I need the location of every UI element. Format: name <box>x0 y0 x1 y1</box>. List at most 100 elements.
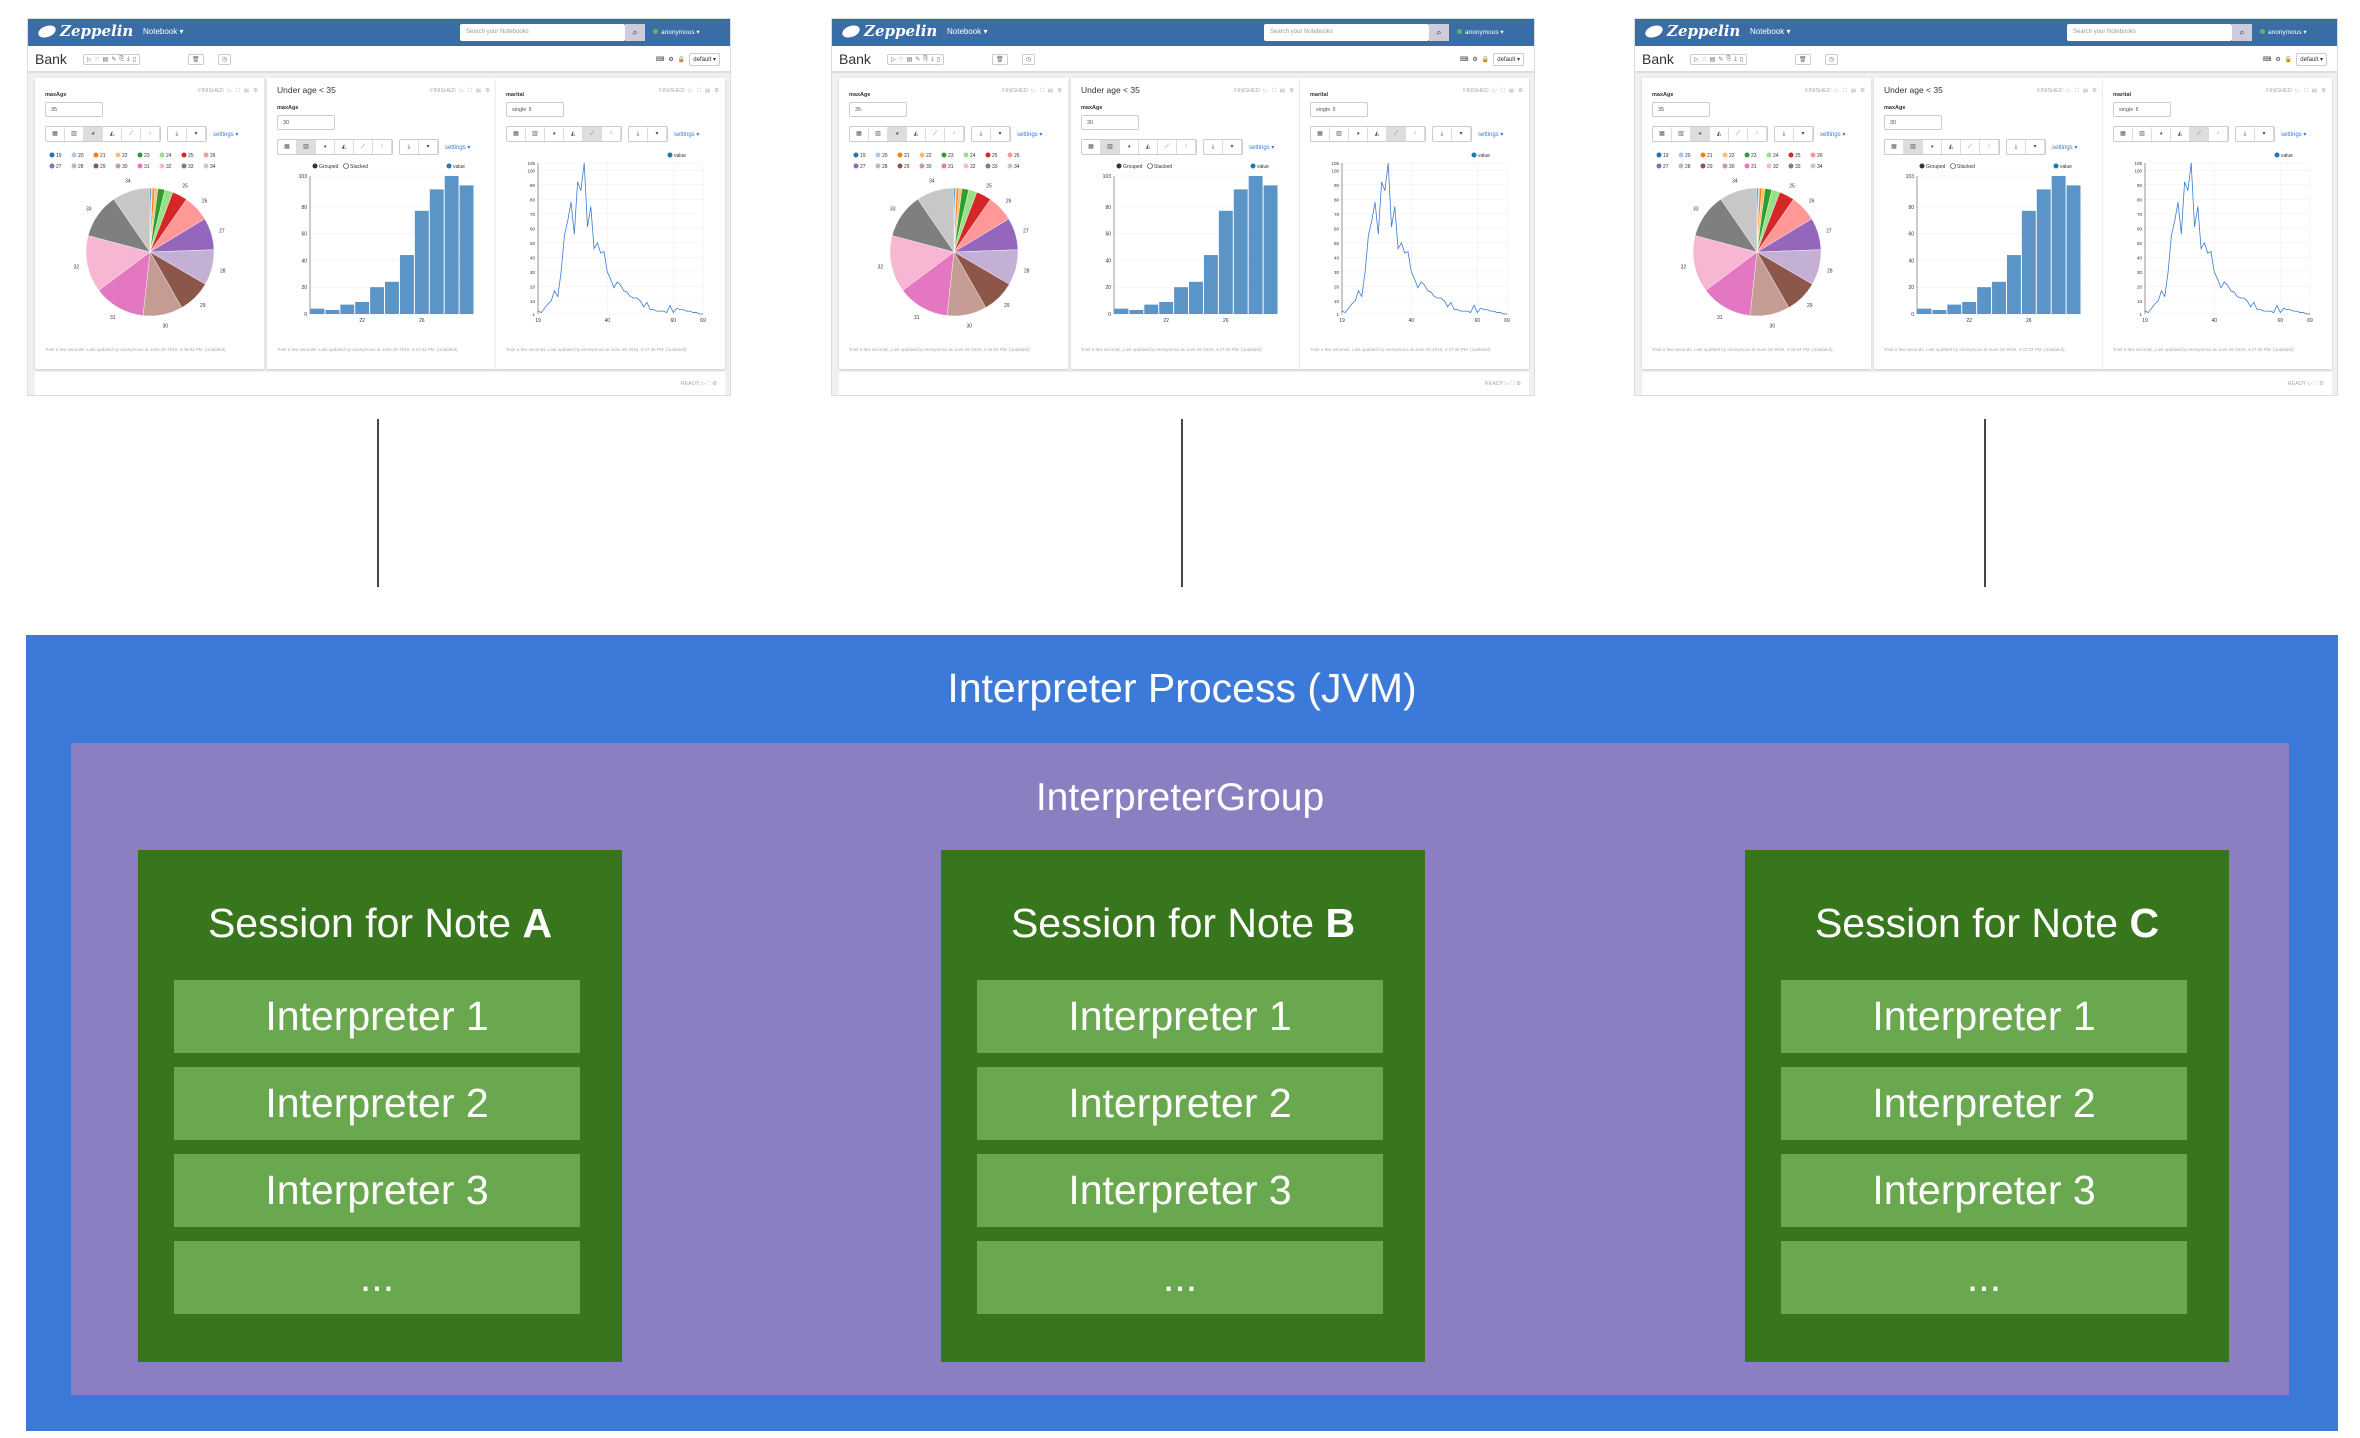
bar[interactable] <box>1189 281 1203 314</box>
pie-chart-icon[interactable]: ◕ <box>1691 127 1710 141</box>
expand-icon[interactable]: ⛶ <box>1843 88 1847 94</box>
legend-swatch[interactable] <box>853 152 859 158</box>
bar[interactable] <box>2036 189 2051 314</box>
pie-slice[interactable] <box>1720 187 1758 253</box>
bar[interactable] <box>1962 301 1977 314</box>
legend-swatch[interactable] <box>1810 152 1816 158</box>
line-chart-icon[interactable]: ⟋ <box>354 140 373 154</box>
expand-icon[interactable]: ⛶ <box>1272 88 1276 94</box>
legend-swatch[interactable] <box>71 163 77 169</box>
legend-swatch[interactable] <box>115 163 121 169</box>
chevron-down-icon[interactable]: ▾ <box>991 127 1010 141</box>
chevron-down-icon[interactable]: ▾ <box>2026 140 2045 154</box>
legend-value-swatch[interactable] <box>446 163 452 169</box>
area-chart-icon[interactable]: ◭ <box>1368 127 1387 141</box>
keyboard-icon[interactable]: ⌨ <box>655 57 665 63</box>
gear-icon[interactable]: ⚙ <box>1057 88 1062 94</box>
area-chart-icon[interactable]: ◭ <box>103 127 122 141</box>
keyboard-icon[interactable]: ⌨ <box>1459 57 1469 63</box>
legend-swatch[interactable] <box>1810 163 1816 169</box>
legend-swatch[interactable] <box>985 152 991 158</box>
gear-icon[interactable]: ⚙ <box>2321 88 2326 94</box>
bar-chart-icon[interactable]: ▥ <box>1330 127 1349 141</box>
bar[interactable] <box>1992 281 2006 314</box>
legend-swatch[interactable] <box>875 152 881 158</box>
search-button[interactable]: ⌕ <box>1429 24 1449 41</box>
pie-chart-icon[interactable]: ◕ <box>888 127 907 141</box>
note-title[interactable]: Bank <box>35 51 67 67</box>
bar[interactable] <box>1233 189 1248 314</box>
download-icon[interactable]: ⤓ <box>400 140 419 154</box>
legend-swatch[interactable] <box>1678 152 1684 158</box>
legend-swatch[interactable] <box>115 152 121 158</box>
line-series[interactable] <box>537 162 703 315</box>
legend-swatch[interactable] <box>985 163 991 169</box>
area-chart-icon[interactable]: ◭ <box>1942 140 1961 154</box>
scatter-chart-icon[interactable]: ⁖ <box>141 127 160 141</box>
stacked-radio[interactable] <box>343 163 349 169</box>
note-title[interactable]: Bank <box>839 51 871 67</box>
gear-icon[interactable]: ⚙ <box>1289 88 1294 94</box>
run-icon[interactable]: ▷ <box>688 88 693 94</box>
legend-swatch[interactable] <box>1744 152 1750 158</box>
expand-icon[interactable]: ⛶ <box>706 381 711 387</box>
legend-value-swatch[interactable] <box>2053 163 2059 169</box>
grouped-radio[interactable] <box>1116 163 1122 169</box>
output-icon[interactable]: ▤ <box>475 88 482 94</box>
gear-icon[interactable]: ⚙ <box>1860 88 1865 94</box>
legend-swatch[interactable] <box>1700 163 1706 169</box>
bar[interactable] <box>399 255 414 314</box>
expand-icon[interactable]: ⛶ <box>468 88 472 94</box>
bar[interactable] <box>370 287 385 314</box>
notebook-menu[interactable]: Notebook ▾ <box>947 27 988 36</box>
gear-icon[interactable]: ⚙ <box>2319 381 2324 387</box>
legend-swatch[interactable] <box>1678 163 1684 169</box>
legend-swatch[interactable] <box>963 163 969 169</box>
legend-swatch[interactable] <box>71 152 77 158</box>
bar-chart-icon[interactable]: ▥ <box>869 127 888 141</box>
lock-icon[interactable]: 🔒 <box>677 57 686 63</box>
legend-swatch[interactable] <box>1722 152 1728 158</box>
keyboard-icon[interactable]: ⌨ <box>2262 57 2272 63</box>
area-chart-icon[interactable]: ◭ <box>335 140 354 154</box>
grouped-radio[interactable] <box>312 163 318 169</box>
legend-value-swatch[interactable] <box>2274 152 2280 158</box>
bar[interactable] <box>2021 210 2036 314</box>
output-icon[interactable]: ▤ <box>1508 88 1515 94</box>
settings-toggle[interactable]: settings ▾ <box>1478 131 1504 138</box>
bar[interactable] <box>310 308 325 314</box>
legend-swatch[interactable] <box>1656 152 1662 158</box>
run-icon[interactable]: ▷ <box>2307 381 2313 387</box>
legend-swatch[interactable] <box>875 163 881 169</box>
zeppelin-logo[interactable]: Zeppelin <box>1643 22 1740 40</box>
pie-slice[interactable] <box>889 235 955 291</box>
max-age-input[interactable]: 30 <box>1884 115 1942 130</box>
legend-swatch[interactable] <box>1766 152 1772 158</box>
expand-icon[interactable]: ⛶ <box>1510 381 1515 387</box>
scatter-chart-icon[interactable]: ⁖ <box>373 140 392 154</box>
gear-icon[interactable]: ⚙ <box>2275 57 2281 63</box>
bar-chart-icon[interactable]: ▥ <box>2133 127 2152 141</box>
line-chart-icon[interactable]: ⟋ <box>2190 127 2209 141</box>
bar[interactable] <box>1917 308 1932 314</box>
bar-chart-icon[interactable]: ▥ <box>526 127 545 141</box>
expand-icon[interactable]: ⛶ <box>1501 88 1505 94</box>
legend-swatch[interactable] <box>919 163 925 169</box>
area-chart-icon[interactable]: ◭ <box>2171 127 2190 141</box>
legend-swatch[interactable] <box>897 152 903 158</box>
run-icon[interactable]: ▷ <box>1492 88 1497 94</box>
paragraph-title[interactable]: Under age < 35 <box>1081 85 1140 95</box>
scatter-chart-icon[interactable]: ⁖ <box>945 127 964 141</box>
legend-swatch[interactable] <box>1656 163 1662 169</box>
bar[interactable] <box>1114 308 1129 314</box>
settings-toggle[interactable]: settings ▾ <box>1017 131 1043 138</box>
run-icon[interactable]: ▷ <box>1834 88 1839 94</box>
legend-swatch[interactable] <box>1766 163 1772 169</box>
pie-chart-icon[interactable]: ◕ <box>1923 140 1942 154</box>
max-age-input[interactable]: 30 <box>1081 115 1139 130</box>
gear-icon[interactable]: ⚙ <box>253 88 258 94</box>
legend-swatch[interactable] <box>919 152 925 158</box>
expand-icon[interactable]: ⛶ <box>1040 88 1044 94</box>
download-icon[interactable]: ⤓ <box>1433 127 1452 141</box>
bar[interactable] <box>429 189 444 314</box>
